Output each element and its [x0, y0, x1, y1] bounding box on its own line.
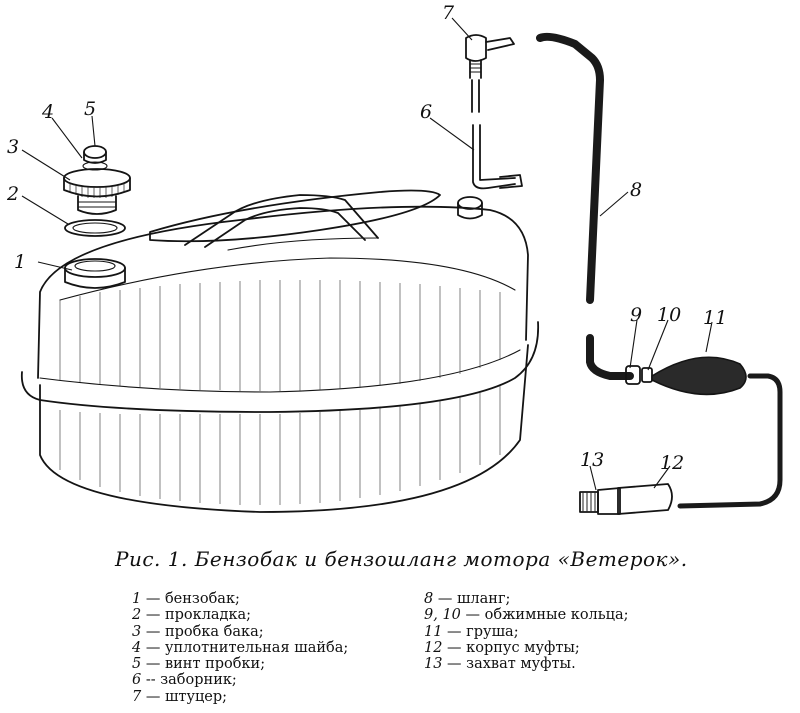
legend-item-text: — шланг;	[433, 591, 511, 607]
legend-item-text: — корпус муфты;	[442, 639, 580, 656]
legend-item-number: 2	[132, 607, 142, 624]
legend-item-number: 1	[132, 591, 142, 607]
legend-item: 13 — захват муфты.	[424, 656, 629, 672]
tank-cap-drawing	[63, 145, 131, 215]
callout-10: 10	[657, 304, 681, 326]
callout-9: 9	[630, 304, 642, 326]
leader-lines	[21, 17, 713, 491]
legend-item: 5 — винт пробки;	[132, 656, 348, 672]
legend-item-text: — бензобак;	[141, 591, 240, 607]
callout-2: 2	[6, 183, 19, 205]
legend-item-number: 4	[132, 639, 142, 656]
legend-item: 2 — прокладка;	[132, 607, 348, 623]
legend-item: 1 — бензобак;	[132, 591, 348, 607]
legend-item-text: — прокладка;	[141, 607, 252, 624]
legend-item-number: 7	[132, 688, 142, 705]
legend-item-text: — штуцер;	[141, 688, 228, 705]
legend-item-number: 11	[424, 623, 443, 640]
callout-13: 13	[580, 449, 604, 471]
callout-3: 3	[7, 136, 19, 158]
callout-4: 4	[41, 101, 54, 123]
coupling-drawing	[579, 483, 673, 515]
legend-item-text: — уплотнительная шайба;	[141, 639, 349, 656]
callout-5: 5	[84, 98, 96, 120]
legend-item-text: — пробка бака;	[141, 623, 264, 640]
legend-item-number: 3	[132, 623, 142, 640]
legend-item-number: 5	[132, 656, 142, 673]
pickup-and-fitting-drawing	[465, 34, 523, 190]
legend-right-column: 8 — шланг; 9, 10 — обжимные кольца; 11 —…	[424, 591, 629, 672]
legend-item-number: 13	[424, 656, 443, 673]
legend-item: 8 — шланг;	[424, 591, 629, 607]
callout-6: 6	[420, 101, 432, 123]
callout-1: 1	[14, 251, 26, 273]
legend-item: 4 — уплотнительная шайба;	[132, 640, 348, 656]
legend-item-number: 8	[424, 591, 434, 607]
legend-left-column: 1 — бензобак; 2 — прокладка; 3 — пробка …	[132, 591, 348, 705]
gasket-drawing	[64, 219, 126, 237]
bulb-assembly-drawing	[625, 356, 783, 509]
legend-item-text: — груша;	[442, 623, 519, 640]
legend-item: 12 — корпус муфты;	[424, 640, 629, 656]
hose-drawing	[536, 32, 634, 380]
legend-item-text: -- заборник;	[141, 672, 237, 689]
legend-item: 3 — пробка бака;	[132, 624, 348, 640]
legend-item: 7 — штуцер;	[132, 689, 348, 705]
legend-item-text: — захват муфты.	[442, 656, 576, 673]
legend-item-text: — обжимные кольца;	[460, 607, 629, 624]
callout-7: 7	[442, 2, 455, 24]
legend-item-number: 9, 10	[424, 607, 461, 624]
callout-8: 8	[630, 179, 642, 201]
legend-item-number: 6	[132, 672, 142, 689]
callout-12: 12	[660, 452, 684, 474]
legend-item: 6 -- заборник;	[132, 672, 348, 688]
legend-item-text: — винт пробки;	[141, 656, 266, 673]
legend-item-number: 12	[424, 639, 443, 656]
callout-11: 11	[703, 307, 727, 329]
fuel-tank-diagram: 1 2 3 4 5 6 7 8 9 10 11 12 13	[6, 2, 783, 515]
fuel-tank-drawing	[20, 189, 540, 513]
legend-item: 11 — груша;	[424, 624, 629, 640]
legend-item: 9, 10 — обжимные кольца;	[424, 607, 629, 623]
figure-caption: Рис. 1. Бензобак и бензошланг мотора «Ве…	[115, 547, 688, 571]
